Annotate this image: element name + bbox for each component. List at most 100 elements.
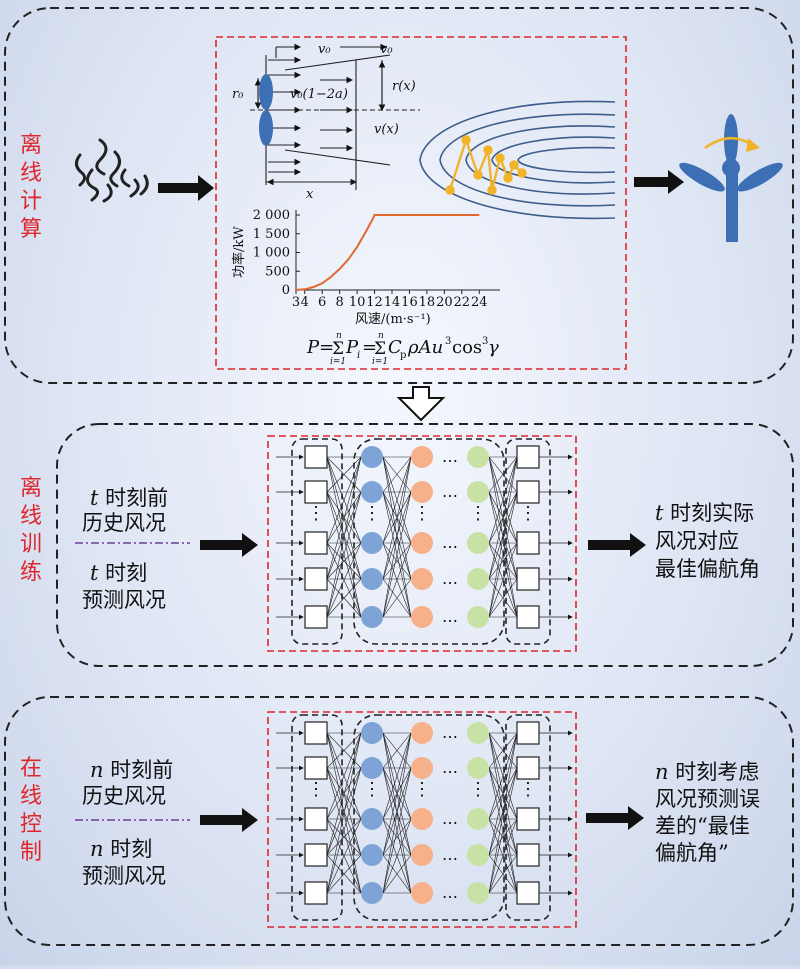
x-tick-label: 3 — [292, 295, 300, 310]
edge — [382, 456, 412, 580]
power-formula: P= n Σ i=1 P i = n Σ i=1 C p ρAu 3 cos 3… — [306, 331, 499, 367]
neuron-square — [304, 531, 328, 555]
formula-eq: = — [362, 337, 377, 358]
edge — [326, 732, 362, 856]
x-tick-label: 18 — [419, 295, 436, 310]
offline-calc-content-box — [215, 36, 627, 370]
vertical-ellipsis: ⋮ — [363, 779, 381, 800]
online-control-label: 在 线 控 制 — [20, 756, 42, 865]
horizontal-ellipsis: … — [442, 758, 458, 777]
edge — [382, 818, 412, 894]
train-output-line3: 最佳偏航角 — [655, 557, 760, 581]
edge — [382, 456, 412, 544]
neuron-node — [467, 446, 489, 468]
neuron-node — [411, 606, 433, 628]
x-tick-label: 12 — [366, 295, 383, 310]
online-output-line4: 偏航角” — [655, 841, 729, 865]
x-tick-label: 6 — [318, 295, 326, 310]
wake-label-rx: r(x) — [392, 79, 416, 94]
edge — [326, 456, 362, 544]
y-tick-label: 1 000 — [253, 246, 290, 261]
side-char: 离 — [20, 476, 42, 501]
neuron-square — [304, 756, 328, 780]
neuron-node — [467, 481, 489, 503]
arrow-right-icon — [634, 170, 684, 194]
edge — [488, 732, 518, 894]
formula-cp: C — [388, 337, 402, 358]
horizontal-ellipsis: … — [442, 845, 458, 864]
edge — [326, 542, 362, 618]
neuron-node — [467, 722, 489, 744]
vertical-ellipsis: ⋮ — [363, 503, 381, 524]
neuron-square — [516, 445, 540, 469]
wake-contours — [419, 100, 616, 220]
wake-label-r0: r₀ — [232, 87, 244, 102]
formula-lhs: P= — [306, 337, 334, 358]
neuron-square — [516, 807, 540, 831]
wake-label-x: x — [306, 187, 314, 202]
y-tick-label: 500 — [265, 264, 290, 279]
neuron-node — [411, 882, 433, 904]
side-char: 练 — [20, 560, 42, 585]
formula-gamma: γ — [488, 337, 499, 358]
neuron-square — [516, 605, 540, 629]
side-char: 线 — [20, 161, 42, 186]
neural-network: ⋮⋮⋮⋮⋮…………… — [267, 711, 577, 928]
formula-sum-top: n — [336, 331, 342, 341]
neuron-node — [467, 808, 489, 830]
edge — [326, 818, 362, 856]
connections — [326, 732, 518, 894]
edge — [382, 578, 412, 618]
arrow-right-icon — [588, 533, 646, 557]
x-tick-label: 14 — [384, 295, 401, 310]
vertical-ellipsis: ⋮ — [307, 503, 325, 524]
vertical-ellipsis: ⋮ — [469, 503, 487, 524]
edge — [488, 542, 518, 618]
horizontal-ellipsis: … — [442, 482, 458, 501]
edge — [382, 854, 412, 894]
neuron-square — [516, 480, 540, 504]
side-char: 制 — [20, 840, 42, 865]
arrow-right-icon — [586, 806, 644, 830]
side-char: 控 — [20, 812, 42, 837]
edge — [326, 542, 362, 580]
wake-label-v0: v₀ — [380, 42, 393, 57]
edge — [488, 542, 518, 580]
x-tick-label: 24 — [471, 295, 488, 310]
edge — [326, 491, 362, 618]
online-input-history-line1: n 时刻前 — [90, 758, 173, 782]
offline-calc-panel — [4, 7, 794, 384]
edge — [488, 578, 518, 618]
edge — [326, 456, 362, 580]
formula-cos: cos — [452, 337, 482, 358]
train-output-line1: t 时刻实际 — [655, 501, 754, 525]
edge — [488, 732, 518, 856]
edge — [382, 732, 412, 856]
offline-train-label: 离 线 训 练 — [20, 476, 42, 585]
neuron-node — [411, 568, 433, 590]
neuron-node — [467, 568, 489, 590]
y-tick-label: 1 500 — [253, 227, 290, 242]
side-char: 离 — [20, 133, 42, 158]
wake-label-v0-reduced: v₀(1−2a) — [290, 87, 348, 102]
edge — [488, 491, 518, 618]
edge — [488, 732, 518, 769]
x-tick-label: 22 — [454, 295, 471, 310]
edge — [326, 732, 362, 894]
x-tick-label: 4 — [301, 295, 309, 310]
wind-turbine-icon — [679, 114, 783, 242]
edge — [382, 732, 412, 894]
edge — [488, 456, 518, 618]
connections — [326, 456, 518, 618]
x-tick-label: 10 — [349, 295, 366, 310]
neuron-square — [516, 843, 540, 867]
formula-sup: 3 — [482, 336, 488, 347]
horizontal-ellipsis: … — [442, 447, 458, 466]
edge — [326, 732, 362, 820]
horizontal-ellipsis: … — [442, 533, 458, 552]
neuron-square — [516, 531, 540, 555]
edge — [488, 818, 518, 856]
edge — [488, 854, 518, 894]
neuron-node — [411, 481, 433, 503]
